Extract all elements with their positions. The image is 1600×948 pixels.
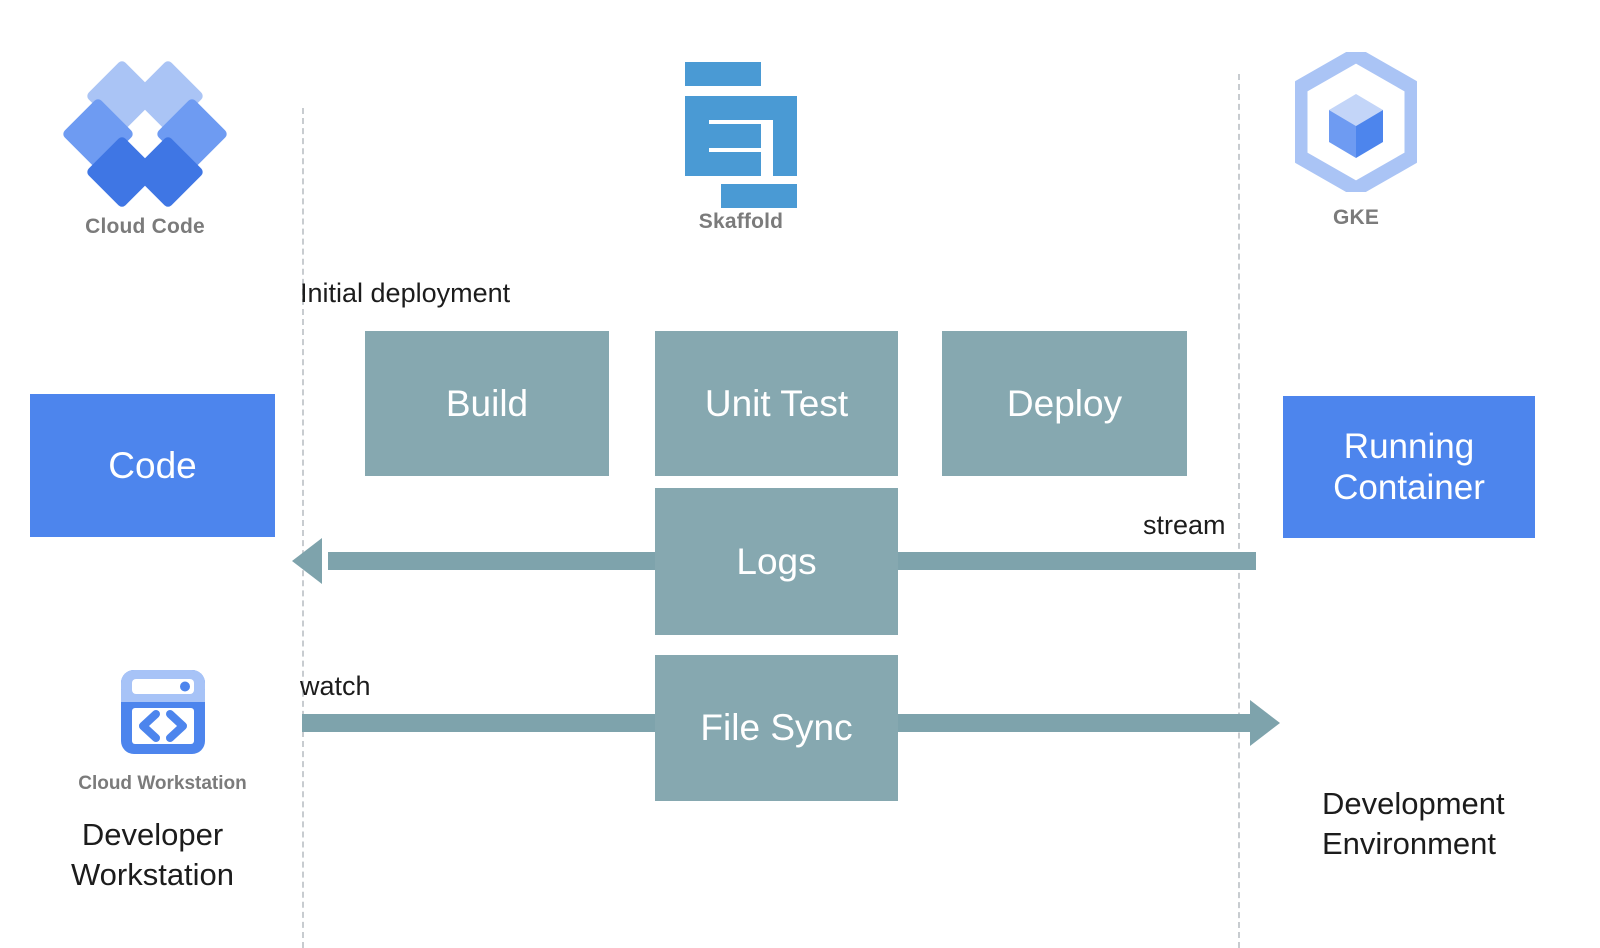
cloud-code-icon xyxy=(61,59,229,209)
gke-icon xyxy=(1292,47,1420,197)
running-container-box-label: Running Container xyxy=(1333,426,1485,509)
cloud-code-logo-block: Cloud Code xyxy=(40,59,250,239)
development-environment-line-1: Development xyxy=(1322,786,1505,821)
initial-deployment-label: Initial deployment xyxy=(300,278,511,308)
unit-test-box-label: Unit Test xyxy=(704,382,849,424)
cloud-workstation-icon xyxy=(120,670,205,754)
code-box-label: Code xyxy=(108,444,197,486)
deploy-box: Deploy xyxy=(942,331,1187,476)
file-sync-arrow-head xyxy=(1250,700,1280,746)
build-box: Build xyxy=(365,331,609,476)
gke-hexagon-cube-svg xyxy=(1292,47,1420,197)
boundary-line-left xyxy=(302,108,304,948)
deploy-box-label: Deploy xyxy=(1006,382,1123,424)
build-box-label: Build xyxy=(445,382,529,424)
gke-logo-caption: GKE xyxy=(1332,206,1380,229)
logs-arrow-head xyxy=(292,538,322,584)
cloud-code-logo-caption: Cloud Code xyxy=(85,215,205,238)
logs-box: Logs xyxy=(655,488,898,635)
unit-test-box: Unit Test xyxy=(655,331,898,476)
logs-box-label: Logs xyxy=(736,540,817,582)
running-container-box: Running Container xyxy=(1283,396,1535,538)
skaffold-icon xyxy=(681,62,801,208)
cloud-workstation-block: Cloud Workstation xyxy=(55,664,270,795)
developer-workstation-line-1: Developer xyxy=(81,817,224,852)
development-environment-label: Development Environment xyxy=(1322,784,1600,863)
gke-logo-block: GKE xyxy=(1251,47,1461,230)
file-sync-box: File Sync xyxy=(655,655,898,801)
running-container-line-2: Container xyxy=(1333,468,1485,507)
skaffold-logo-caption: Skaffold xyxy=(698,210,784,233)
running-container-line-1: Running xyxy=(1343,426,1475,466)
skaffold-logo-block: Skaffold xyxy=(633,62,849,234)
boundary-line-right xyxy=(1238,74,1240,948)
developer-workstation-label: Developer Workstation xyxy=(30,815,275,894)
watch-label: watch xyxy=(300,671,371,701)
stream-label: stream xyxy=(1143,510,1226,540)
developer-workstation-line-2: Workstation xyxy=(70,856,235,892)
code-box: Code xyxy=(30,394,275,537)
cloud-workstation-caption: Cloud Workstation xyxy=(78,773,247,794)
development-environment-line-2: Environment xyxy=(1322,825,1497,861)
file-sync-box-label: File Sync xyxy=(700,707,853,748)
